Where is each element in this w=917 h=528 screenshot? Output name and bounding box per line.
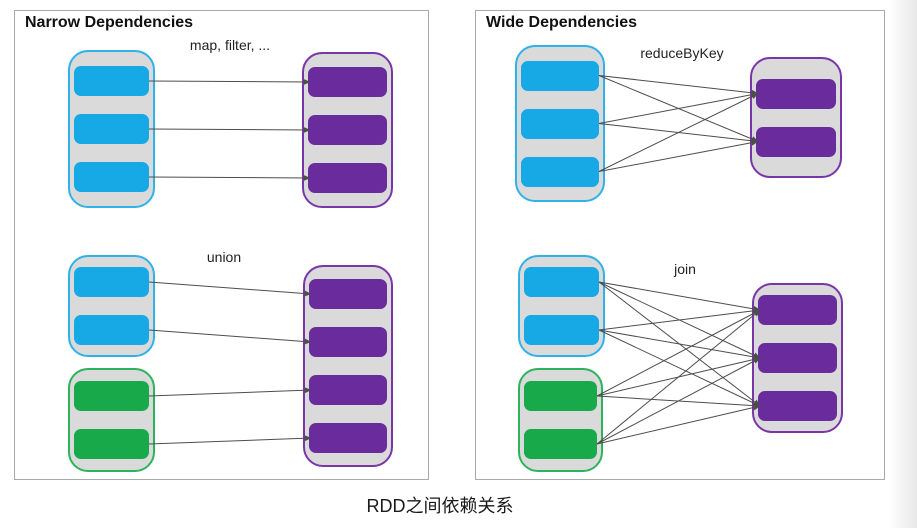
rdd-partition-blue: [524, 315, 599, 345]
rdd-partition-blue: [524, 267, 599, 297]
transformation-label: union: [206, 249, 242, 265]
rdd-partition-purple: [758, 295, 837, 325]
rdd-partition-blue: [74, 267, 149, 297]
transformation-label: reduceByKey: [640, 45, 724, 61]
rdd-partition-purple: [309, 279, 387, 309]
rdd-partition-blue: [521, 156, 599, 187]
rdd-partition-purple: [308, 115, 387, 145]
rdd-partition-green: [524, 429, 597, 459]
rdd-partition-purple: [308, 67, 387, 97]
panel-title: Narrow Dependencies: [25, 14, 194, 31]
panel-title: Wide Dependencies: [486, 14, 638, 31]
rdd-partition-purple: [758, 343, 837, 373]
rdd-group-purple: [750, 57, 842, 178]
rdd-partition-blue: [74, 162, 149, 192]
rdd-partition-green: [74, 381, 149, 411]
diagram-caption: RDD之间依赖关系: [366, 496, 514, 516]
rdd-partition-purple: [309, 423, 387, 453]
rdd-partition-purple: [756, 126, 836, 157]
rdd-partition-green: [524, 381, 597, 411]
rdd-partition-blue: [74, 315, 149, 345]
rdd-partition-blue: [521, 60, 599, 91]
rdd-partition-purple: [756, 78, 836, 109]
transformation-label: join: [674, 261, 696, 277]
page-edge-shade: [889, 0, 917, 528]
rdd-partition-blue: [74, 114, 149, 144]
rdd-partition-purple: [308, 163, 387, 193]
rdd-partition-blue: [521, 108, 599, 139]
transformation-label: map, filter, ...: [189, 37, 271, 53]
rdd-partition-blue: [74, 66, 149, 96]
rdd-partition-purple: [309, 375, 387, 405]
rdd-partition-purple: [758, 391, 837, 421]
rdd-partition-purple: [309, 327, 387, 357]
rdd-partition-green: [74, 429, 149, 459]
